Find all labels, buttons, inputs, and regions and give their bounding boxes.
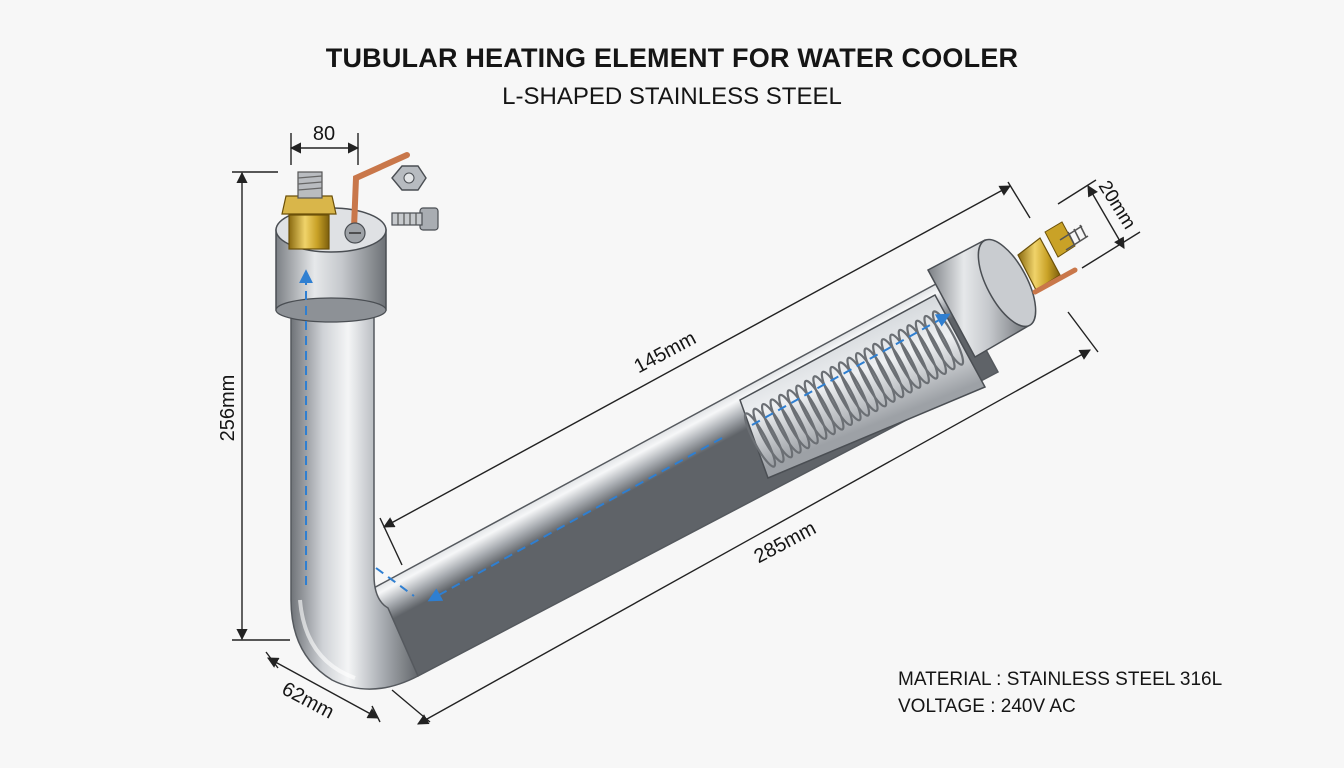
dim-label-top: 80 <box>313 123 335 145</box>
dim-line-lower <box>417 349 1091 725</box>
dimension-lines <box>232 133 1141 725</box>
dim-label-height: 256mm <box>217 375 239 442</box>
right-copper-lead <box>1032 267 1078 295</box>
flow-arrow-bend <box>375 567 415 597</box>
dim-label-upper: 145mm <box>631 327 700 378</box>
hex-nut <box>391 165 427 191</box>
dim-label-lower: 285mm <box>751 517 820 568</box>
dim-line-end <box>1087 185 1125 249</box>
spec-block: MATERIAL : STAINLESS STEEL 316L VOLTAGE … <box>898 666 1222 720</box>
top-brass-fitting <box>288 214 330 250</box>
dim-label-end: 20mm <box>1094 177 1140 233</box>
right-threaded-stud <box>1059 224 1089 251</box>
coil-cutaway <box>739 293 987 479</box>
spec-voltage: VOLTAGE : 240V AC <box>898 696 1076 717</box>
right-brass-fitting <box>1017 237 1061 291</box>
dim-label-corner: 62mm <box>278 678 337 724</box>
top-end-cap <box>275 152 410 323</box>
diagram-title: TUBULAR HEATING ELEMENT FOR WATER COOLER <box>325 43 1019 73</box>
small-bolt <box>391 207 439 231</box>
top-copper-lead <box>351 152 410 231</box>
spec-material: MATERIAL : STAINLESS STEEL 316L <box>898 669 1223 690</box>
diagram-subtitle: L-SHAPED STAINLESS STEEL <box>502 83 842 110</box>
dim-line-corner <box>267 657 379 719</box>
